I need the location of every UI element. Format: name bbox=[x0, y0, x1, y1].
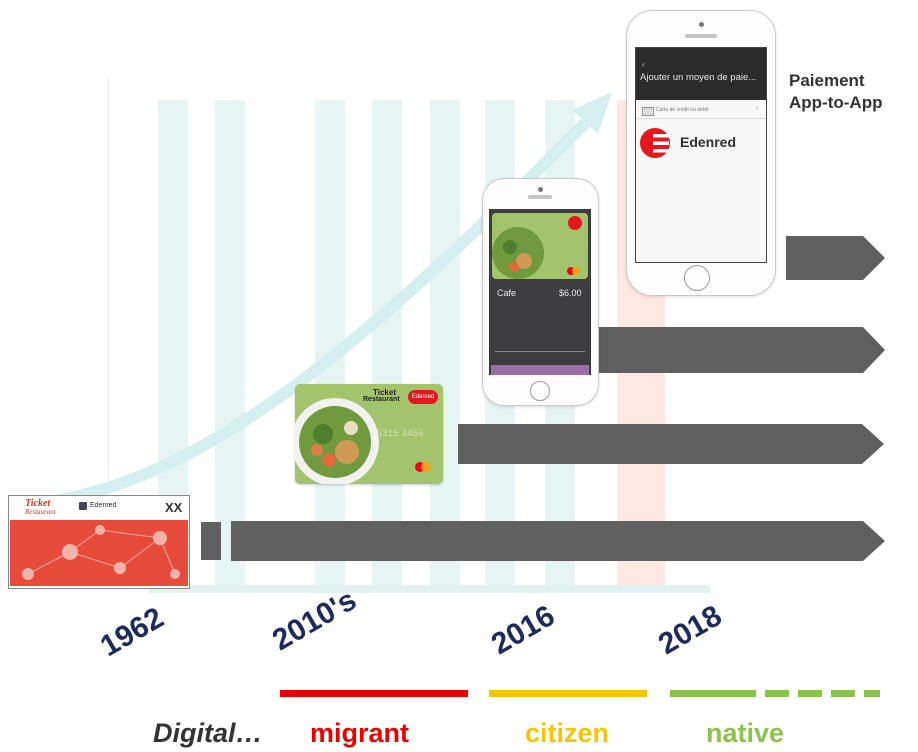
title-line-1: Paiement bbox=[789, 71, 865, 90]
phone-camera bbox=[538, 187, 543, 192]
paper-voucher: Ticket Restaurant Edenred XX bbox=[8, 495, 190, 589]
timeline-arrow-2018 bbox=[786, 236, 885, 280]
label-migrant: migrant bbox=[310, 718, 410, 748]
phone-speaker bbox=[685, 34, 717, 38]
migrant-line bbox=[280, 690, 468, 697]
native-dash bbox=[798, 690, 822, 697]
timeline-arrow-2010s bbox=[458, 424, 884, 464]
voucher-header: Ticket Restaurant Edenred XX bbox=[9, 496, 189, 520]
background-bar bbox=[372, 100, 402, 590]
app-header-title: Ajouter un moyen de paie... bbox=[640, 72, 757, 83]
back-chevron-icon: ‹ bbox=[642, 60, 645, 69]
native-dash bbox=[765, 690, 789, 697]
voucher-code: XX bbox=[165, 500, 183, 515]
native-line bbox=[670, 690, 756, 697]
payment-card: Ticket Restaurant Edenred 5315 3456 bbox=[295, 384, 443, 484]
wallet-card bbox=[492, 213, 588, 279]
edenred-logo-icon bbox=[79, 502, 87, 510]
salad-image bbox=[295, 398, 379, 484]
label-citizen: citizen bbox=[525, 718, 610, 748]
title-app-to-app: Paiement App-to-App bbox=[789, 70, 882, 114]
wallet-phone: Cafe $6.00 bbox=[482, 178, 599, 406]
card-number: 5315 3456 bbox=[377, 428, 425, 438]
phone-home-button bbox=[684, 265, 710, 291]
wallet-amount: $6.00 bbox=[559, 288, 582, 298]
timeline-arrow-2016 bbox=[579, 327, 885, 373]
app-row-label: Carte de crédit ou débit bbox=[656, 107, 708, 113]
app-phone: ‹ Ajouter un moyen de paie... Carte de c… bbox=[626, 10, 776, 296]
background-bar bbox=[430, 100, 460, 590]
app-screen: ‹ Ajouter un moyen de paie... Carte de c… bbox=[635, 47, 767, 263]
voucher-brand-line2: Restaurant bbox=[25, 508, 56, 516]
phone-home-button bbox=[530, 381, 550, 401]
wallet-screen: Cafe $6.00 bbox=[489, 209, 591, 375]
edenred-option[interactable]: Edenred bbox=[636, 120, 766, 164]
mastercard-icon bbox=[413, 460, 433, 472]
background-bar bbox=[215, 100, 245, 590]
app-row[interactable]: Carte de crédit ou débit › bbox=[636, 104, 766, 119]
edenred-logo-icon bbox=[640, 128, 670, 158]
wallet-merchant: Cafe bbox=[497, 288, 517, 298]
label-native: native bbox=[706, 718, 785, 748]
card-brand-line2: Restaurant bbox=[363, 396, 400, 403]
wallet-slider bbox=[495, 351, 585, 352]
background-baseline bbox=[150, 585, 710, 593]
phone-camera bbox=[699, 22, 704, 27]
native-dash bbox=[831, 690, 855, 697]
card-brand-line1: Ticket bbox=[373, 388, 396, 397]
voucher-illustration bbox=[10, 520, 188, 586]
edenred-brand: Edenred bbox=[680, 134, 737, 150]
citizen-line bbox=[489, 690, 647, 697]
digital-prefix: Digital… bbox=[153, 718, 263, 748]
card-badge: Edenred bbox=[408, 390, 438, 404]
native-dash bbox=[864, 690, 880, 697]
voucher-brand-line1: Ticket bbox=[25, 498, 51, 509]
chevron-right-icon: › bbox=[756, 105, 759, 112]
background-axis-line bbox=[108, 78, 109, 498]
timeline-marker-1962 bbox=[201, 522, 221, 560]
timeline-arrow-1962 bbox=[231, 521, 885, 561]
voucher-partner: Edenred bbox=[90, 502, 117, 509]
phone-speaker bbox=[528, 195, 552, 199]
app-header: ‹ Ajouter un moyen de paie... bbox=[636, 48, 766, 100]
title-line-2: App-to-App bbox=[789, 93, 883, 112]
card-icon bbox=[642, 107, 654, 116]
wallet-card-stack bbox=[491, 365, 589, 375]
